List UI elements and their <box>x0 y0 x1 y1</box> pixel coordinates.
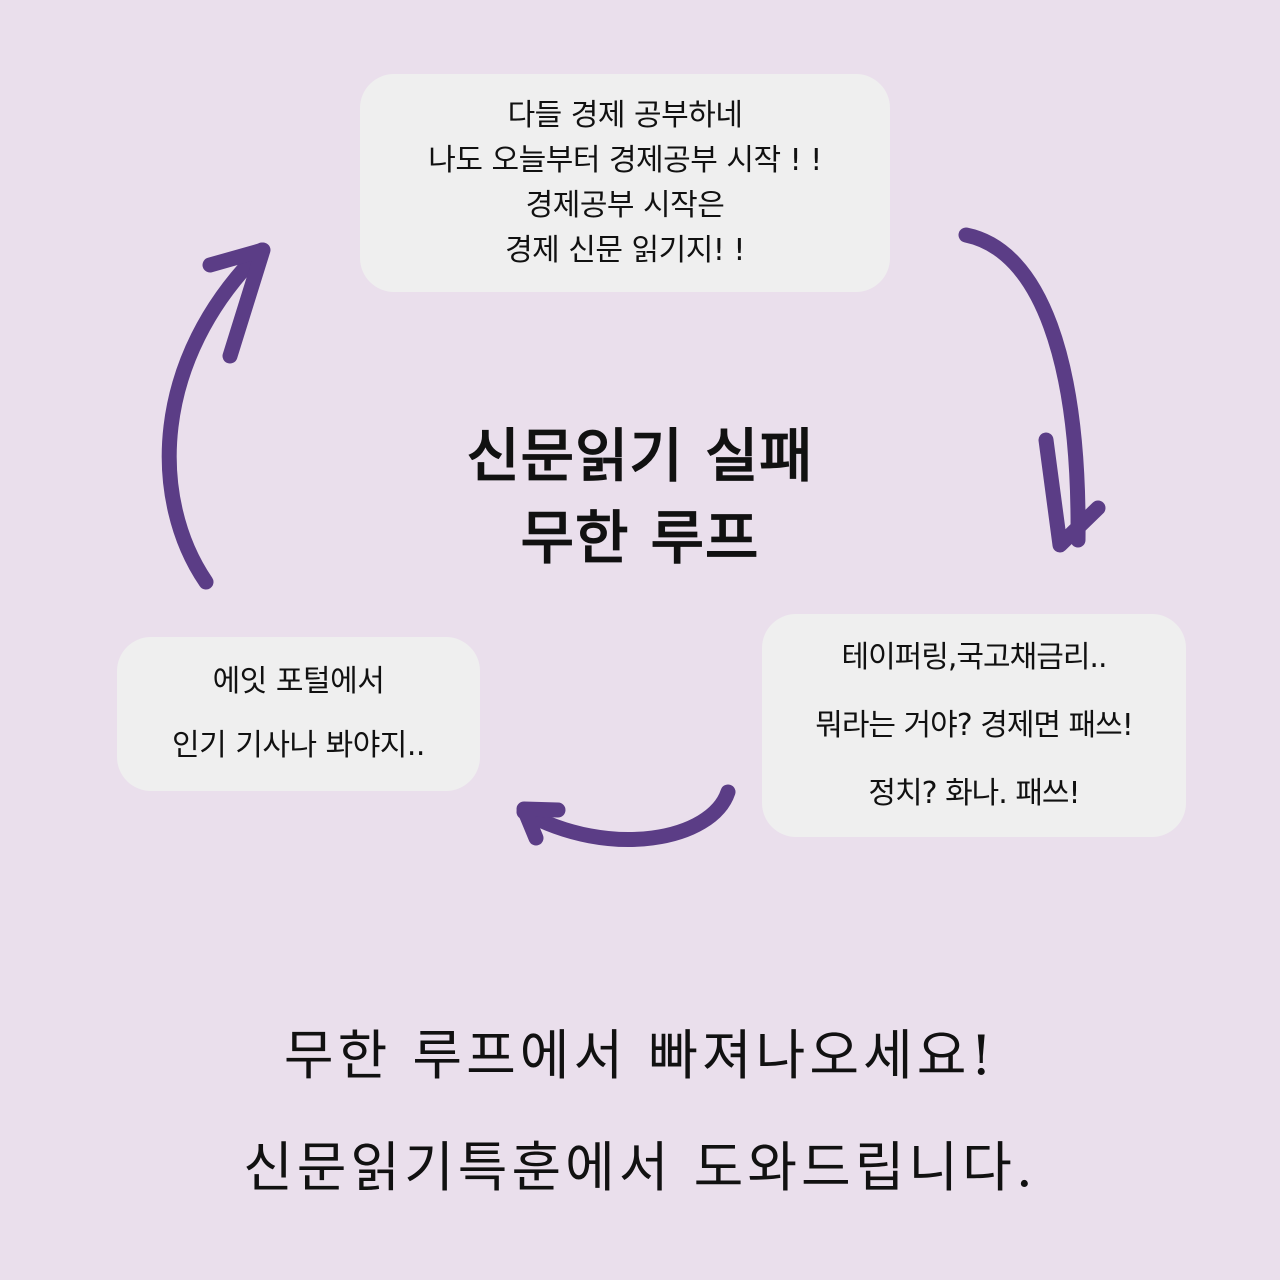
speech-bubble-skip: 테이퍼링,국고채금리.. 뭐라는 거야? 경제면 패쓰! 정치? 화나. 패쓰! <box>762 614 1186 837</box>
arrow-top-to-right <box>958 227 1086 548</box>
loop-title: 신문읽기 실패 무한 루프 <box>340 415 940 579</box>
footer-message: 무한 루프에서 빠져나오세요! 신문읽기특훈에서 도와드립니다. <box>140 1000 1140 1224</box>
bubble-text-line: 테이퍼링,국고채금리.. <box>841 639 1107 675</box>
footer-line-1: 무한 루프에서 빠져나오세요! <box>283 1024 997 1087</box>
speech-bubble-start: 다들 경제 공부하네 나도 오늘부터 경제공부 시작 ! ! 경제공부 시작은 … <box>360 74 890 292</box>
bubble-text-line: 에잇 포털에서 <box>212 664 385 699</box>
arrow-head-right-to-left <box>516 801 566 846</box>
bubble-text-line: 정치? 화나. 패쓰! <box>868 775 1080 811</box>
bubble-text-line: 뭐라는 거야? 경제면 패쓰! <box>815 707 1134 743</box>
speech-bubble-portal: 에잇 포털에서 인기 기사나 봐야지.. <box>117 637 480 791</box>
bubble-text-line: 인기 기사나 봐야지.. <box>172 728 425 763</box>
loop-title-line-2: 무한 루프 <box>520 504 760 572</box>
arrow-right-to-left <box>516 784 736 847</box>
arrow-head-left-to-top <box>202 242 271 364</box>
loop-title-line-1: 신문읽기 실패 <box>466 422 814 490</box>
arrow-head-top-to-right <box>1038 432 1106 553</box>
footer-line-2: 신문읽기특훈에서 도와드립니다. <box>243 1136 1037 1199</box>
bubble-text-line: 다들 경제 공부하네 <box>507 98 743 133</box>
bubble-text-line: 나도 오늘부터 경제공부 시작 ! ! <box>428 143 822 178</box>
arrow-left-to-top <box>161 242 270 590</box>
bubble-text-line: 경제공부 시작은 <box>525 188 725 223</box>
bubble-text-line: 경제 신문 읽기지! ! <box>505 233 745 268</box>
